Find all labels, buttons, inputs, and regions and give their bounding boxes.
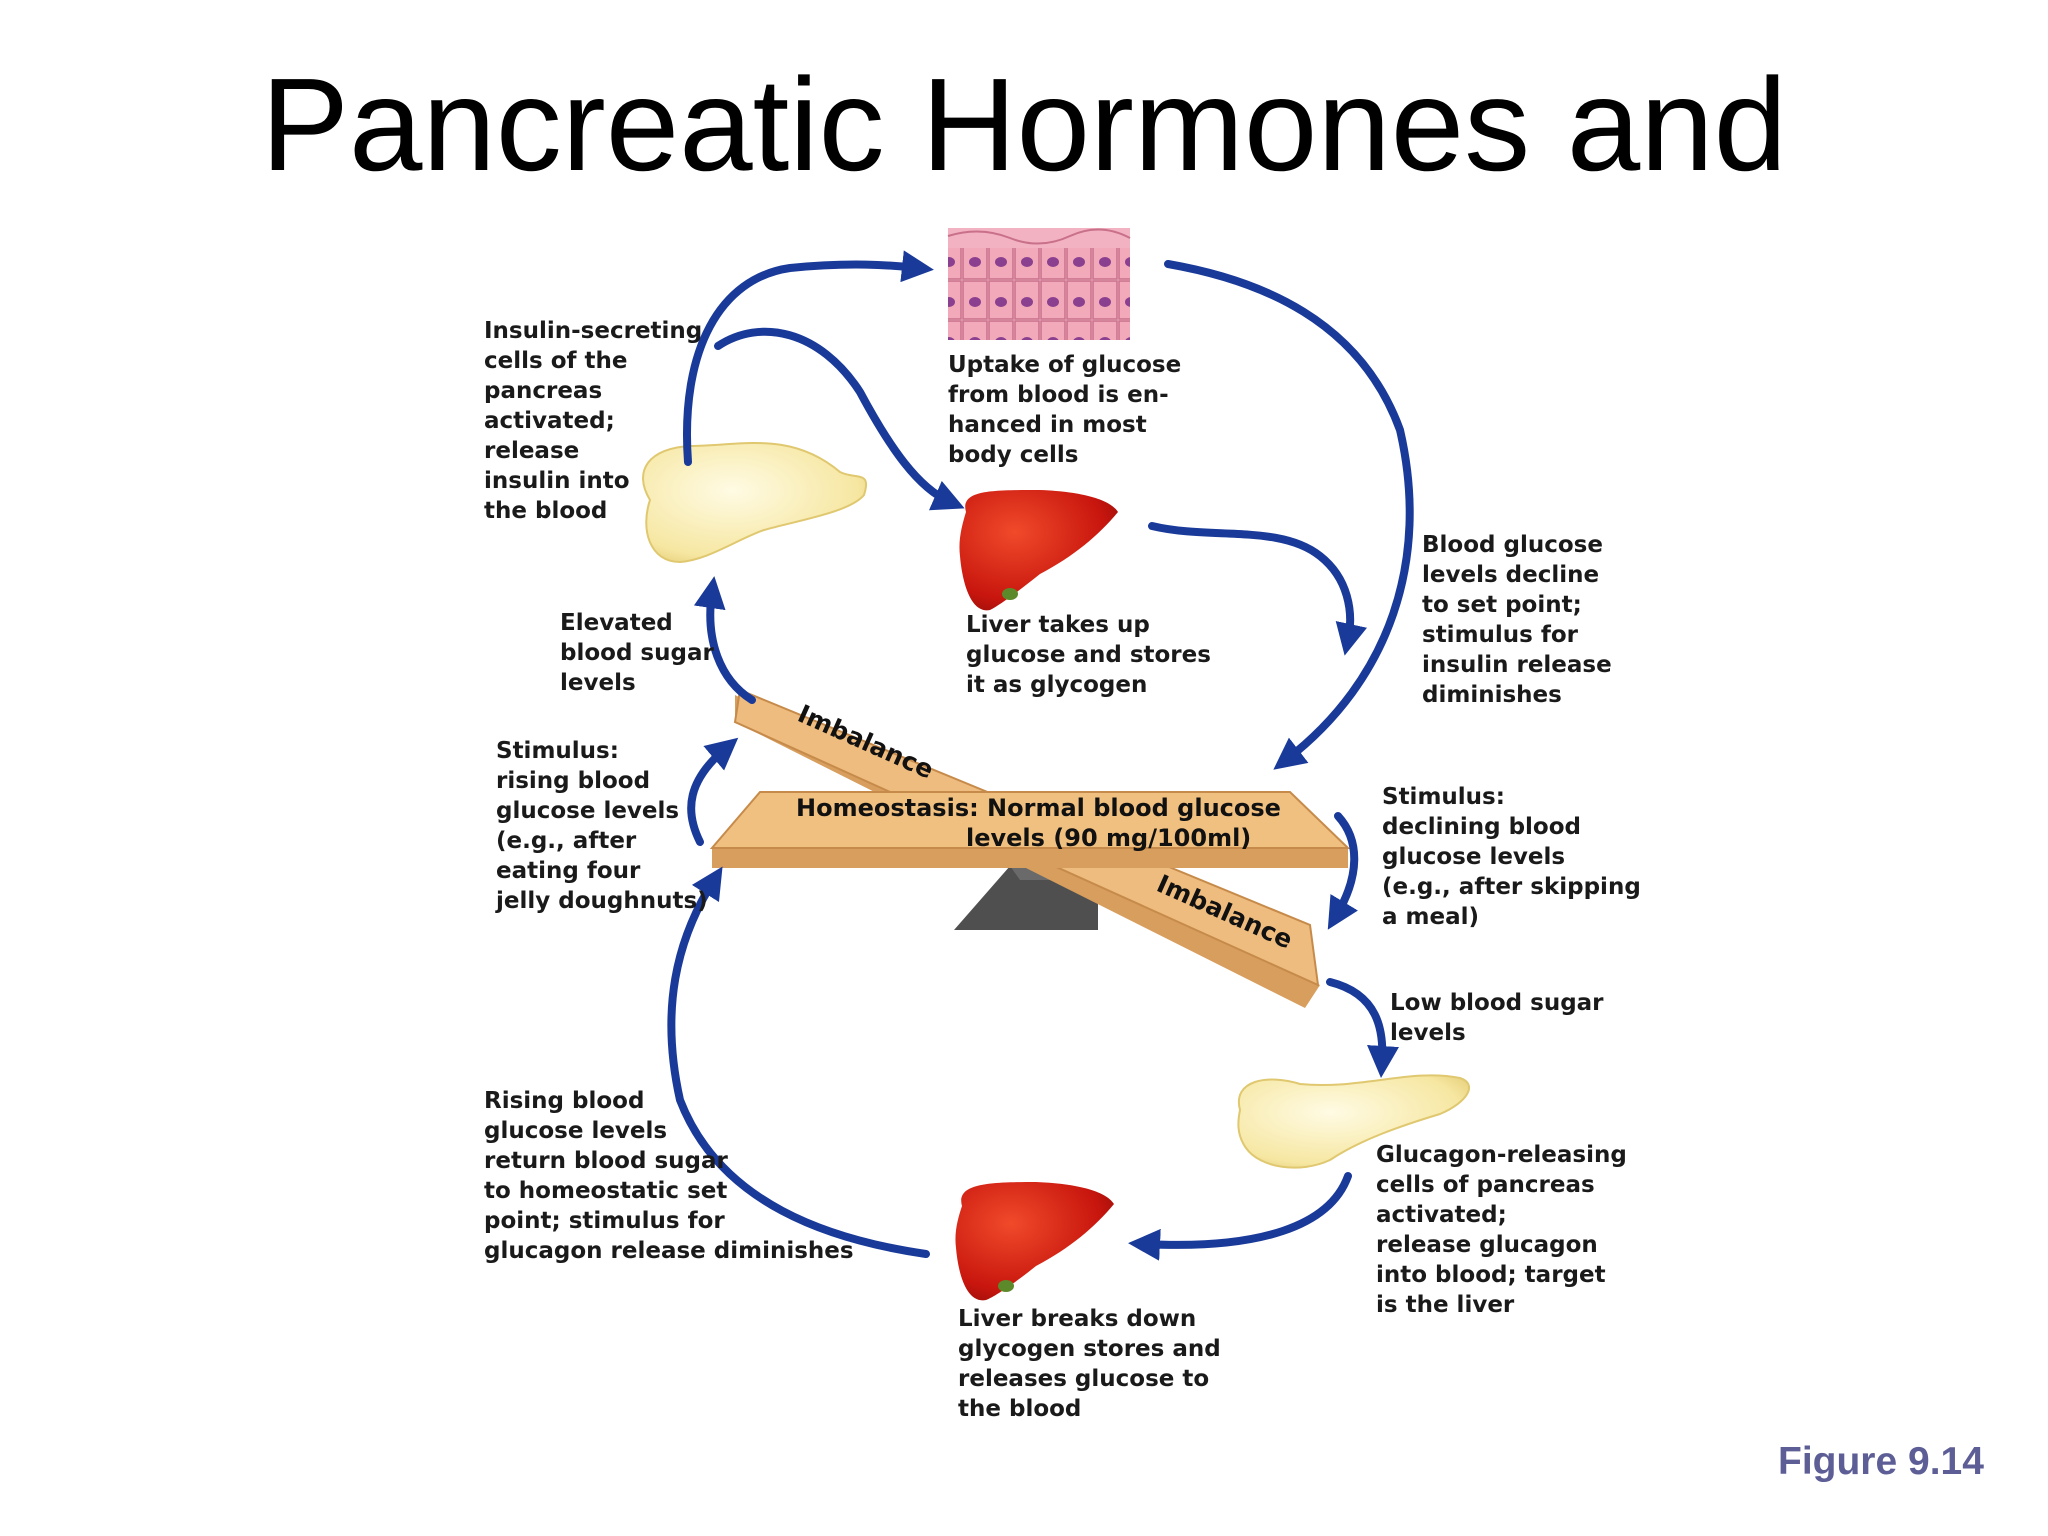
liver-icon xyxy=(959,490,1118,611)
label-declining-stimulus: Stimulus: declining blood glucose levels… xyxy=(1382,784,1641,930)
arrow-low-sugar xyxy=(1326,978,1399,1078)
homeostasis-label-line2: levels (90 mg/100ml) xyxy=(966,824,1251,852)
feedback-arrows xyxy=(667,250,1414,1261)
homeostasis-label-line1: Homeostasis: Normal blood glucose xyxy=(796,794,1281,822)
label-liver-takes: Liver takes up glucose and stores it as … xyxy=(966,612,1211,698)
liver-icon xyxy=(955,1182,1114,1301)
label-rising-stimulus: Stimulus: rising blood glucose levels (e… xyxy=(496,738,708,914)
pancreas-icon xyxy=(1237,1074,1471,1169)
arrow-pancreas-to-liver-bottom xyxy=(1128,1172,1352,1261)
slide-title: Pancreatic Hormones and xyxy=(260,51,1788,198)
label-elevated: Elevated blood sugar levels xyxy=(560,610,714,696)
figure-label: Figure 9.14 xyxy=(1778,1440,1984,1483)
label-declines: Blood glucose levels decline to set poin… xyxy=(1422,532,1612,708)
label-liver-breaks: Liver breaks down glycogen stores and re… xyxy=(958,1306,1221,1422)
body-cells-illustration xyxy=(947,228,1131,340)
label-uptake: Uptake of glucose from blood is en- hanc… xyxy=(948,352,1182,468)
arrow-cells-to-setpoint xyxy=(1164,260,1414,770)
label-insulin-cells: Insulin-secreting cells of the pancreas … xyxy=(484,318,703,524)
label-glucagon-cells: Glucagon-releasing cells of pancreas act… xyxy=(1376,1142,1627,1318)
label-low-sugar: Low blood sugar levels xyxy=(1390,990,1604,1046)
arrow-stimulus-rising xyxy=(687,737,739,846)
arrow-liver-to-setpoint xyxy=(1148,522,1367,656)
arrow-pancreas-to-liver xyxy=(714,327,965,511)
label-rising-return: Rising blood glucose levels return blood… xyxy=(484,1088,854,1264)
arrow-liver-to-setpoint-bottom xyxy=(667,866,930,1258)
arrow-stimulus-declining xyxy=(1327,812,1359,930)
homeostasis-bar xyxy=(709,791,1351,868)
arrow-imbalance-up xyxy=(693,576,756,704)
arrow-pancreas-to-cells xyxy=(683,250,934,466)
